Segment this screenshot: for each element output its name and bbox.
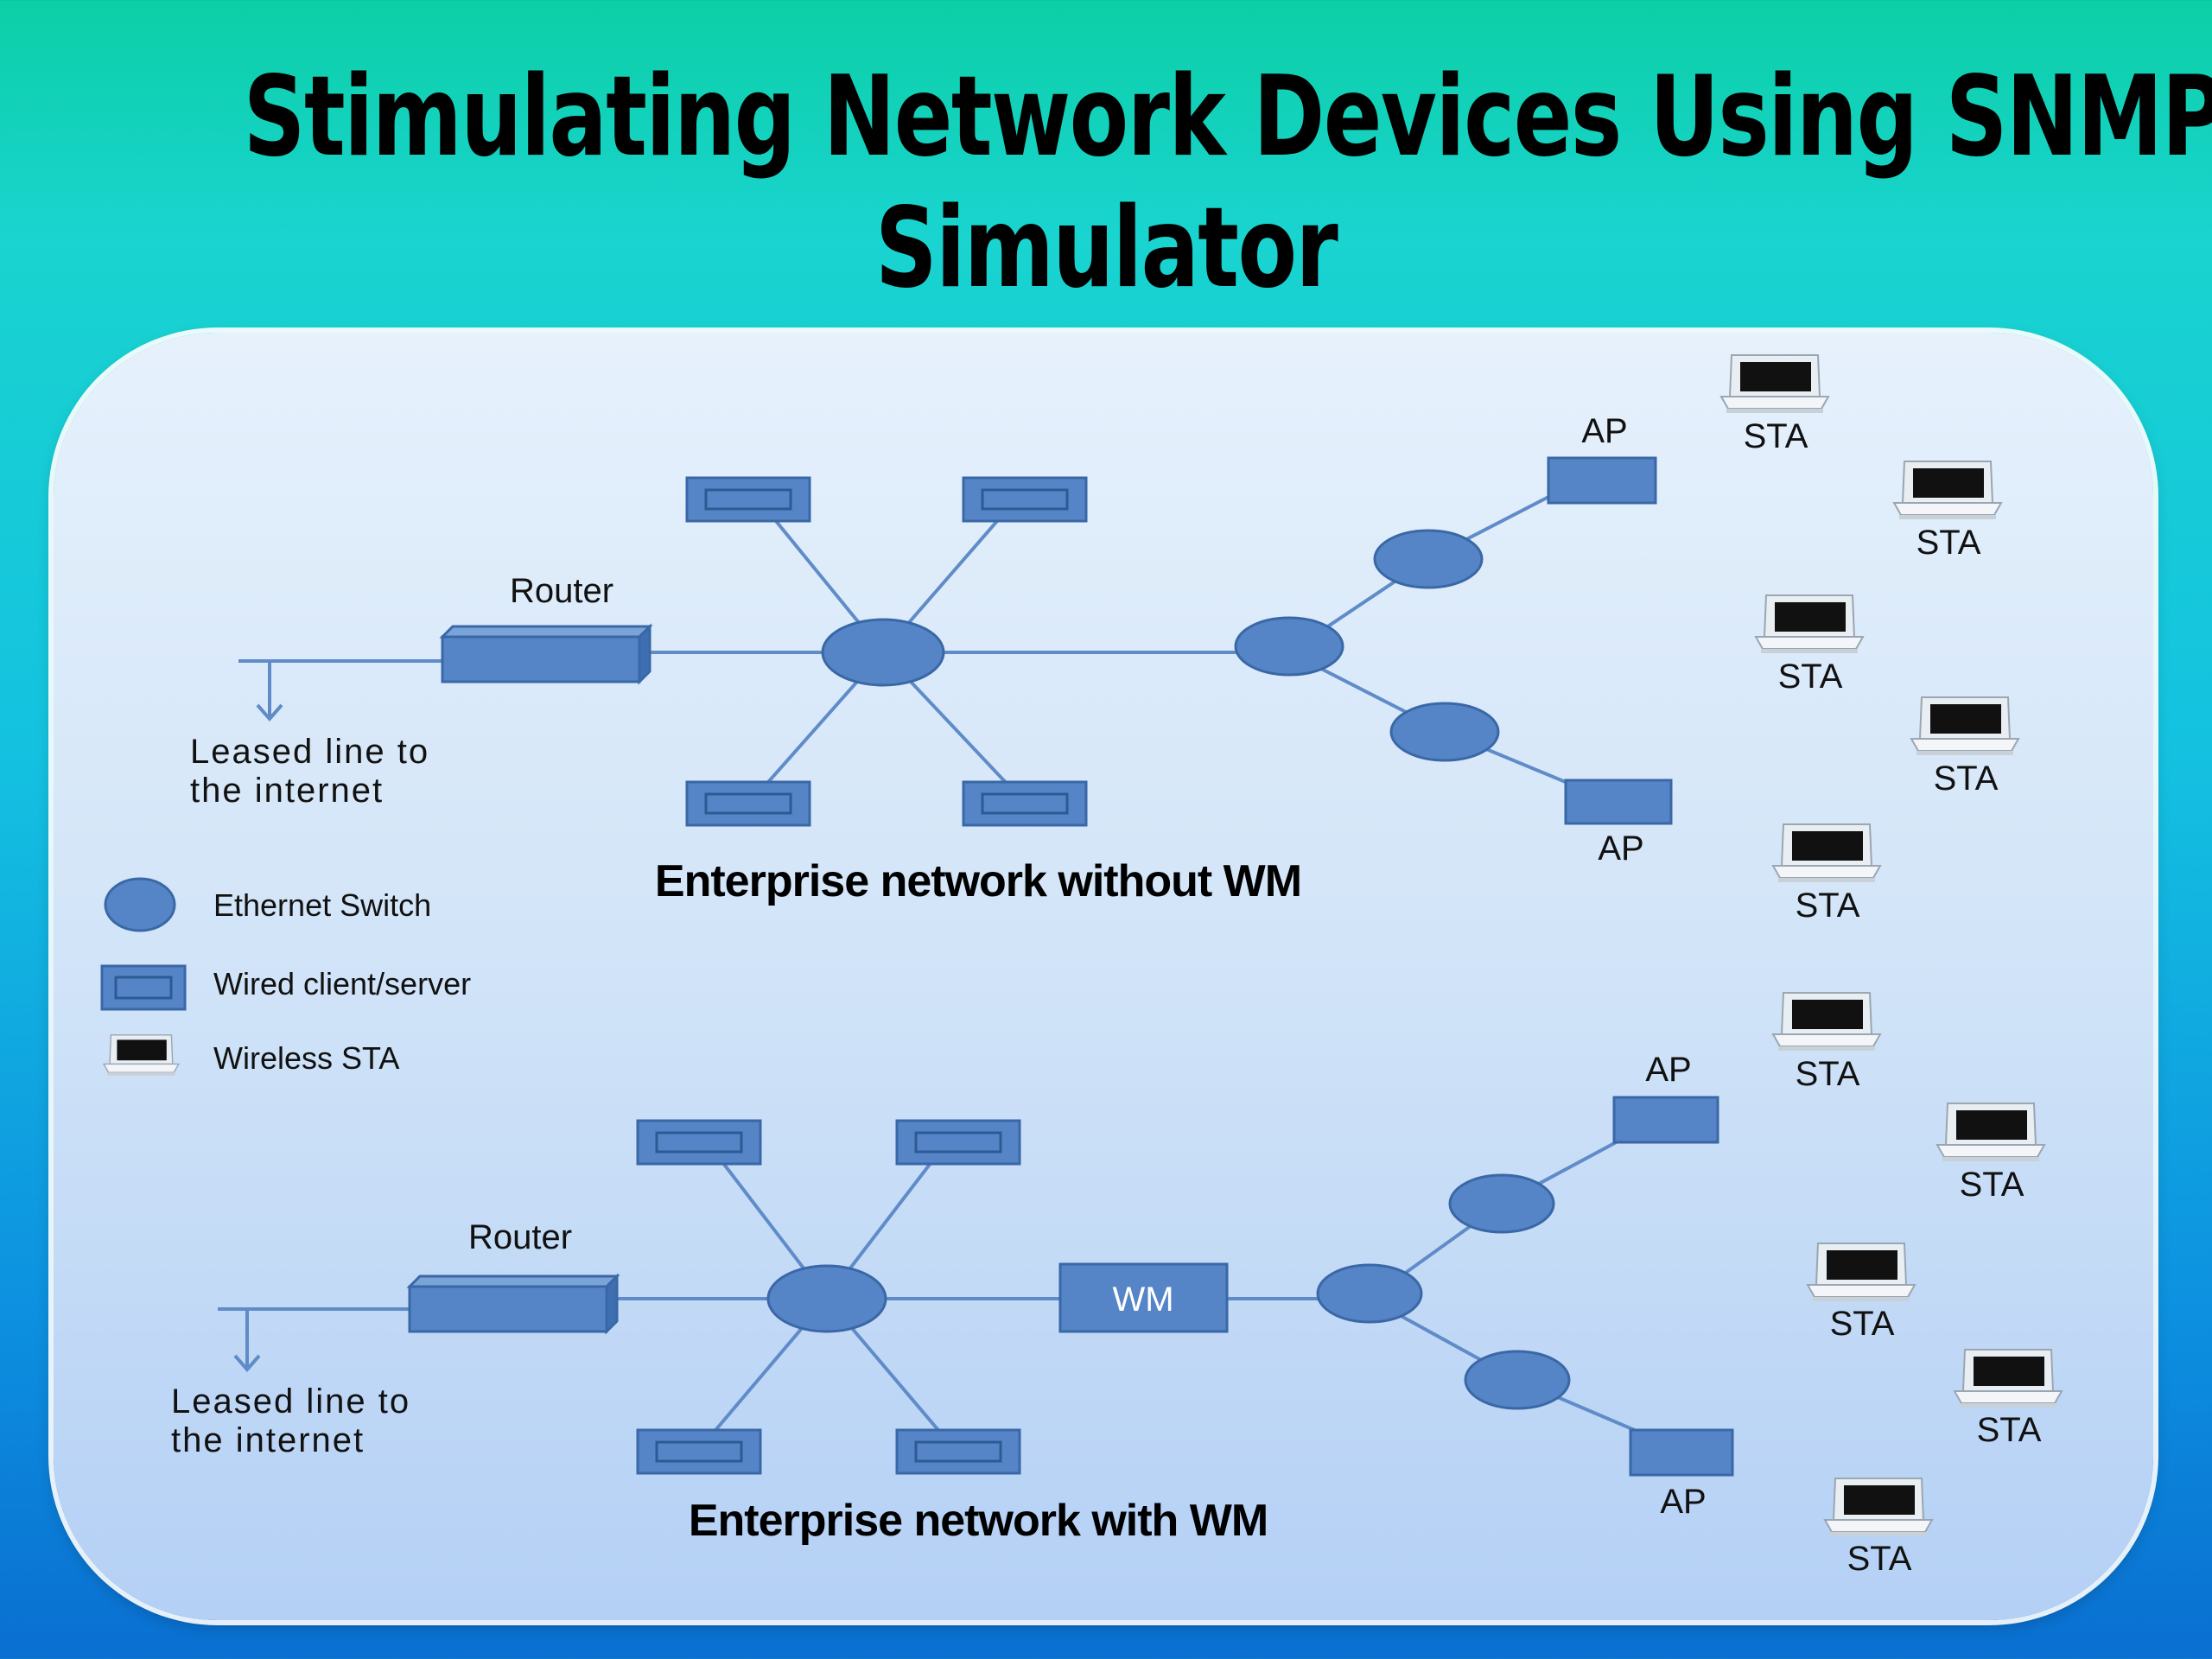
top-client-1 [685,476,811,523]
wm-node [1058,1262,1229,1333]
bottom-client-2 [895,1119,1021,1166]
top-sta-2-label: STA [1916,524,1981,562]
bottom-sta-group: STA STA STA STA STA [1772,992,2063,1578]
top-ap-upper-label: AP [1581,412,1627,450]
bottom-client-3 [636,1428,762,1475]
top-client-2 [962,476,1088,523]
top-sta-group: STA STA STA STA STA [1720,354,2019,925]
top-client-3 [685,780,811,827]
top-access-switch-lower [1389,702,1500,762]
bottom-ap-upper-label: AP [1645,1051,1691,1089]
slide-title: Stimulating Network Devices Using SNMP S… [243,52,2212,315]
bottom-sta-2-icon [1936,1103,2045,1162]
legend-laptop-icon [103,1034,180,1077]
top-ap-lower [1564,779,1673,825]
bottom-router-icon [408,1274,619,1333]
bottom-sta-1-icon [1772,992,1881,1052]
bottom-sta-2-label: STA [1960,1166,2024,1204]
legend-client-label: Wired client/server [213,966,471,1001]
top-core-switch [821,618,945,687]
bottom-ap-lower-label: AP [1660,1483,1706,1521]
bottom-core-switch [766,1264,887,1333]
top-ap-lower-label: AP [1598,830,1643,868]
top-leased-line-label-2: the internet [190,772,384,810]
bottom-client-4 [895,1428,1021,1475]
bottom-access-switch-upper [1448,1173,1555,1234]
top-caption: Enterprise network without WM [655,856,1301,906]
bottom-leased-line-label-1: Leased line to [171,1382,410,1421]
top-sta-4-label: STA [1934,760,1999,798]
top-sta-5-icon [1772,823,1881,883]
top-access-switch-upper [1373,529,1484,589]
bottom-sta-3-icon [1807,1243,1916,1302]
bottom-sta-5-icon [1824,1478,1933,1537]
bottom-sta-3-label: STA [1830,1305,1895,1343]
bottom-leased-line-label-2: the internet [171,1421,365,1459]
legend-switch-icon [104,877,176,932]
top-distribution-switch [1234,616,1344,677]
top-router-label: Router [510,572,613,610]
bottom-router-label: Router [468,1218,572,1256]
wm-label: WM [1112,1281,1173,1319]
top-sta-4-icon [1910,696,2019,756]
bottom-sta-5-label: STA [1847,1540,1912,1578]
slide-title-line-2: Simulator [874,184,1338,313]
legend-client-icon [100,964,187,1011]
bottom-ap-upper [1612,1096,1719,1144]
top-ap-upper [1547,456,1657,505]
bottom-distribution-switch [1316,1263,1423,1324]
top-sta-2-icon [1893,461,2002,520]
top-router-icon [441,625,652,683]
legend: Ethernet Switch Wired client/server Wire… [100,877,471,1077]
top-sta-1-label: STA [1744,417,1808,455]
bottom-access-switch-lower [1464,1350,1571,1410]
top-network: Router Leased line to the internet AP AP… [190,354,2019,925]
bottom-sta-4-icon [1954,1349,2063,1408]
top-leased-line-label-1: Leased line to [190,733,429,771]
top-client-4 [962,780,1088,827]
network-diagram: Router Leased line to the internet AP AP… [100,354,2063,1578]
bottom-network: Router Leased line to the internet WM AP… [171,992,2063,1578]
diagram-panel: Router Leased line to the internet AP AP… [54,333,2153,1620]
bottom-caption: Enterprise network with WM [689,1496,1268,1546]
top-sta-1-icon [1720,354,1829,414]
legend-switch-label: Ethernet Switch [213,887,431,923]
top-sta-3-label: STA [1778,658,1843,696]
bottom-sta-4-label: STA [1977,1411,2042,1449]
bottom-sta-1-label: STA [1796,1055,1860,1093]
legend-sta-label: Wireless STA [213,1040,399,1076]
slide-title-line-1: Stimulating Network Devices Using SNMP [243,53,2212,181]
bottom-ap-lower [1629,1428,1734,1477]
top-sta-3-icon [1755,594,1864,654]
bottom-client-1 [636,1119,762,1166]
top-sta-5-label: STA [1796,887,1860,925]
